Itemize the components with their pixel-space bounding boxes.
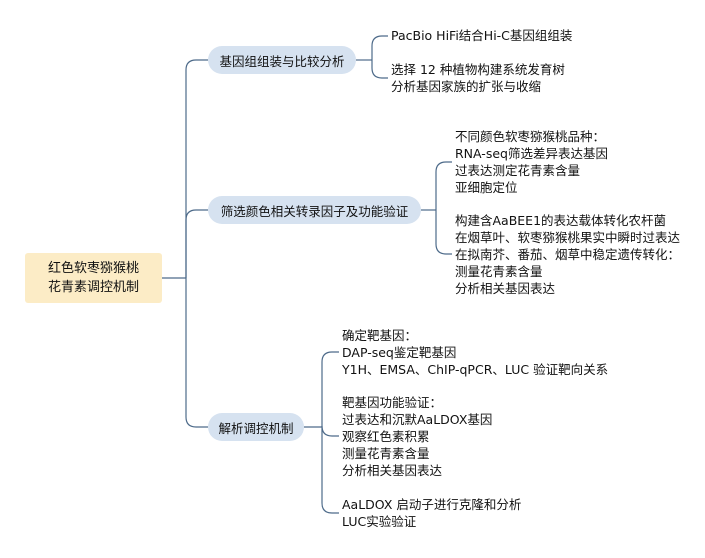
leaf-promoter-cloning: AaLDOX 启动子进行克隆和分析 LUC实验验证: [342, 496, 521, 530]
branch-to-leaf-connector: [321, 425, 339, 437]
leaf-line: 分析基因家族的扩张与收缩: [391, 79, 542, 94]
leaf-rnaseq-screening: 不同颜色软枣猕猴桃品种： RNA-seq筛选差异表达基因 过表达测定花青素含量 …: [455, 128, 608, 196]
leaf-line: 确定靶基因：: [342, 328, 418, 343]
branch-to-leaf-connector: [371, 60, 388, 79]
leaf-line: 在烟草叶、软枣猕猴桃果实中瞬时过表达: [455, 230, 681, 245]
leaf-line: 不同颜色软枣猕猴桃品种：: [455, 129, 606, 144]
leaf-line: LUC实验验证: [342, 514, 417, 529]
leaf-target-gene-function: 靶基因功能验证： 过表达和沉默AaLDOX基因 观察红色素积累 测量花青素含量 …: [342, 394, 492, 479]
leaf-line: 过表达测定花青素含量: [455, 163, 581, 178]
leaf-hifi-hic-assembly: PacBio HiFi结合Hi-C基因组组装: [391, 27, 572, 44]
leaf-line: 过表达和沉默AaLDOX基因: [342, 412, 493, 427]
leaf-line: 分析相关基因表达: [342, 463, 443, 478]
leaf-aabee1-transformation: 构建含AaBEE1的表达载体转化农杆菌 在烟草叶、软枣猕猴桃果实中瞬时过表达 在…: [455, 212, 680, 297]
root-title-line-2: 花青素调控机制: [47, 280, 139, 295]
leaf-line: 观察红色素积累: [342, 429, 430, 444]
leaf-line: 选择 12 种植物构建系统发育树: [391, 62, 565, 77]
leaf-phylogeny-gene-family: 选择 12 种植物构建系统发育树 分析基因家族的扩张与收缩: [391, 61, 565, 95]
leaf-line: DAP-seq鉴定靶基因: [342, 345, 457, 360]
branch-to-leaf-connector: [435, 161, 452, 210]
root-to-branch-connector: [185, 278, 208, 428]
leaf-target-gene-identification: 确定靶基因： DAP-seq鉴定靶基因 Y1H、EMSA、ChIP-qPCR、L…: [342, 327, 608, 378]
root-to-branch-connector: [185, 59, 208, 278]
root-node: 红色软枣猕猴桃 花青素调控机制: [25, 253, 162, 303]
branch-to-leaf-connector: [321, 351, 339, 427]
branch-to-leaf-connector: [371, 35, 388, 60]
branch-to-leaf-connector: [321, 427, 339, 514]
root-to-branch-connector: [185, 209, 208, 278]
branch-transcription-factor-screening: 筛选颜色相关转录因子及功能验证: [208, 196, 421, 224]
leaf-line: Y1H、EMSA、ChIP-qPCR、LUC 验证靶向关系: [342, 362, 609, 377]
leaf-line: PacBio HiFi结合Hi-C基因组组装: [391, 28, 573, 43]
root-title-line-1: 红色软枣猕猴桃: [47, 261, 139, 276]
leaf-line: 靶基因功能验证：: [342, 395, 443, 410]
branch-to-leaf-connector: [435, 210, 452, 255]
branch-regulation-mechanism: 解析调控机制: [208, 413, 304, 441]
leaf-line: 测量花青素含量: [342, 446, 430, 461]
leaf-line: 测量花青素含量: [455, 264, 543, 279]
leaf-line: 分析相关基因表达: [455, 281, 556, 296]
branch-genome-assembly: 基因组组装与比较分析: [208, 46, 356, 74]
leaf-line: 在拟南芥、番茄、烟草中稳定遗传转化：: [455, 247, 681, 262]
leaf-line: 亚细胞定位: [455, 180, 518, 195]
leaf-line: AaLDOX 启动子进行克隆和分析: [342, 497, 522, 512]
leaf-line: 构建含AaBEE1的表达载体转化农杆菌: [455, 213, 667, 228]
leaf-line: RNA-seq筛选差异表达基因: [455, 146, 608, 161]
